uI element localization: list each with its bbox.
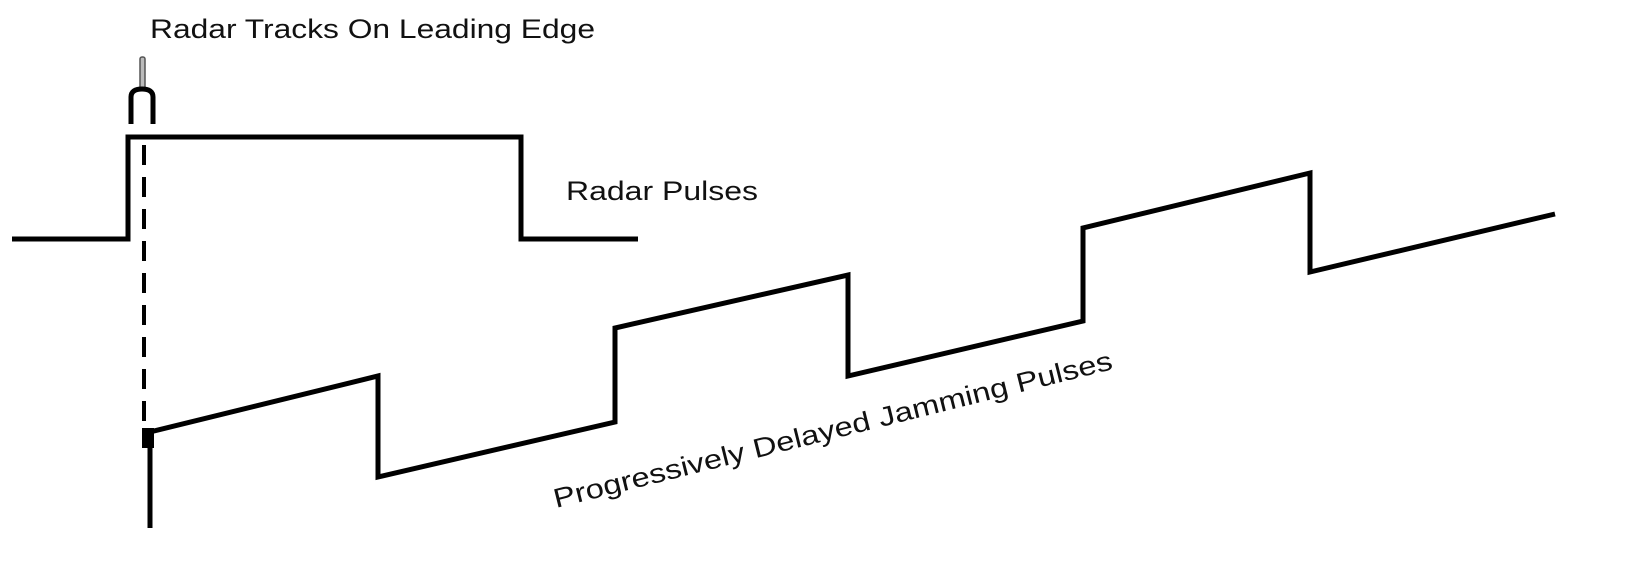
radar-pulse-waveform xyxy=(12,134,638,242)
jamming-pulse-waveform xyxy=(147,169,1556,528)
radar-pulses-label: Radar Pulses xyxy=(566,176,758,206)
jamming-pulses-label: Progressively Delayed Jamming Pulses xyxy=(550,346,1115,514)
tracking-label: Radar Tracks On Leading Edge xyxy=(150,14,595,44)
range-gate-icon xyxy=(128,56,156,124)
